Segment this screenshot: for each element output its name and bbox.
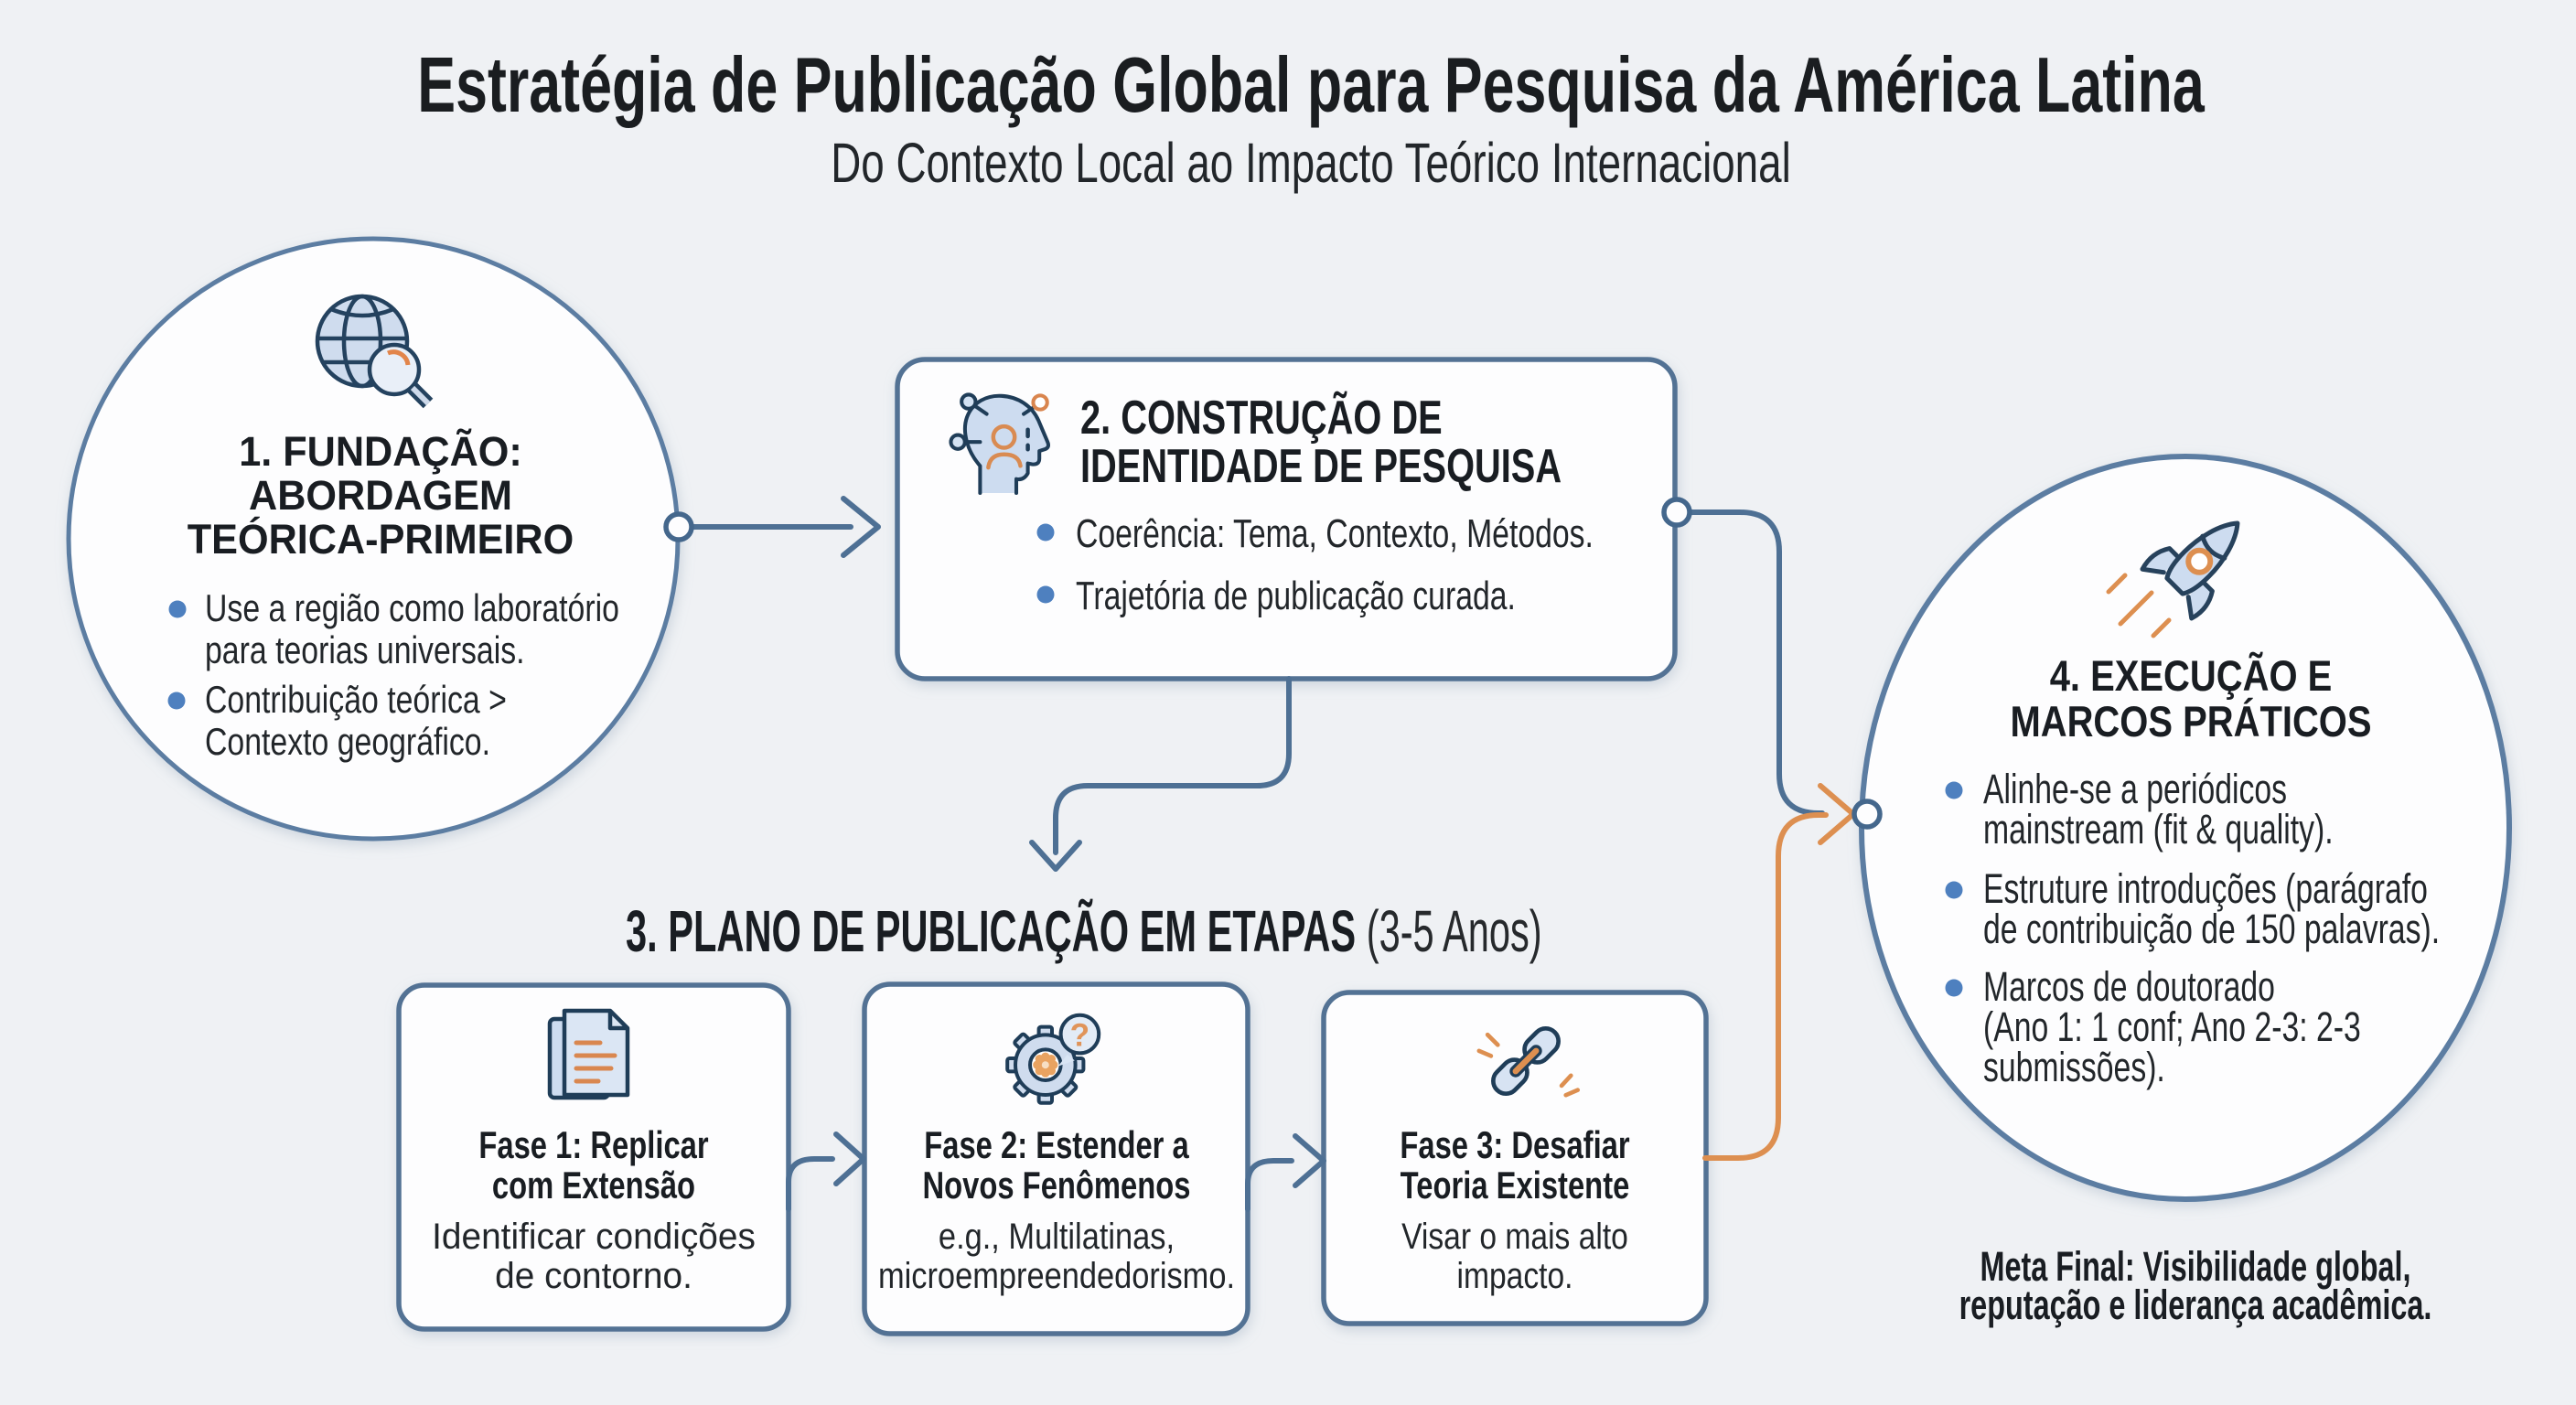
svg-text:?: ? <box>1070 1017 1090 1053</box>
